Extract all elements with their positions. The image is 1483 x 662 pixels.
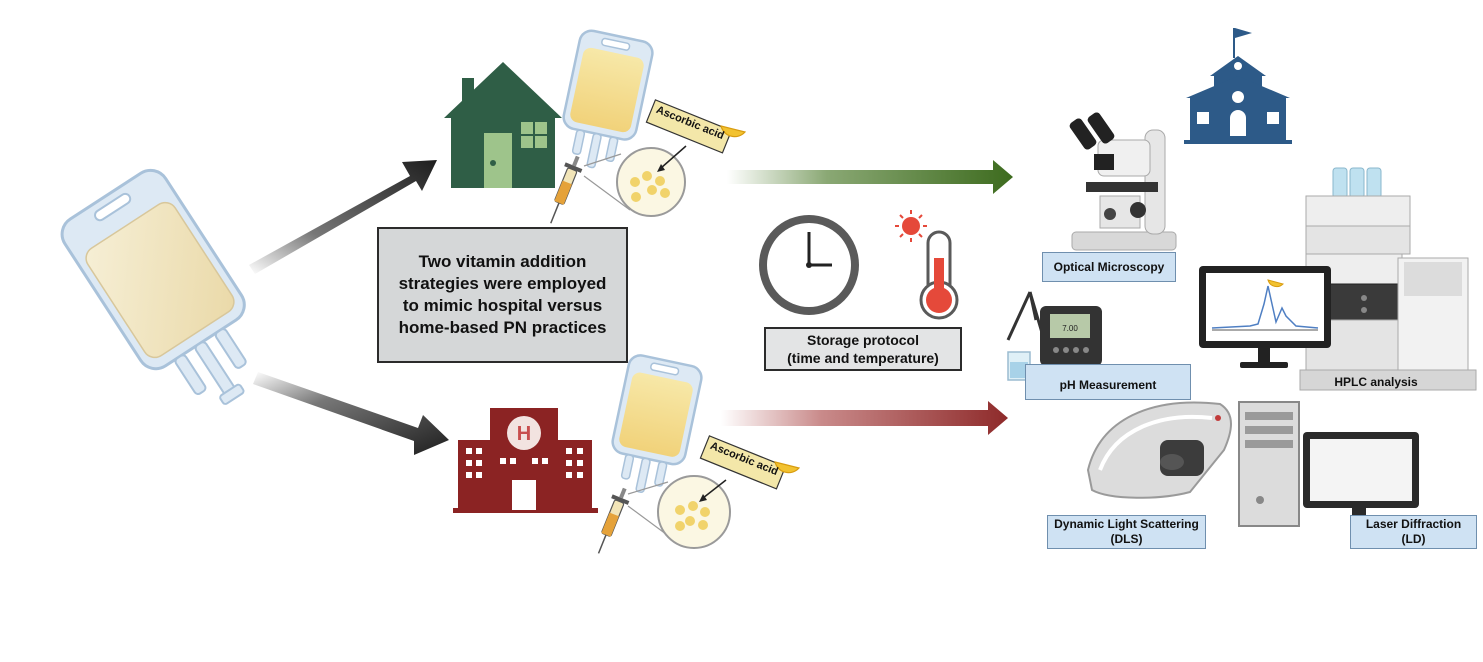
microscope-icon [1068, 111, 1176, 250]
monitor-icon-ld [1303, 432, 1419, 518]
dls-instrument-icon [1088, 402, 1231, 497]
main-text-line-4: home-based PN practices [399, 317, 607, 339]
svg-text:H: H [517, 423, 531, 445]
vitamin-strategy-box: Two vitamin addition strategies were emp… [377, 227, 628, 363]
ph-measurement-label: pH Measurement [1025, 364, 1191, 400]
hplc-analysis-text: HPLC analysis [1334, 375, 1417, 390]
main-text-line-1: Two vitamin addition [419, 251, 587, 273]
syringe-icon-lower [590, 485, 633, 557]
ph-display: 7.00 [1062, 324, 1078, 333]
storage-line-1: Storage protocol [807, 331, 919, 349]
iv-bag-icon [55, 163, 286, 430]
optical-microscopy-label: Optical Microscopy [1042, 252, 1176, 282]
optical-microscopy-text: Optical Microscopy [1054, 260, 1165, 275]
main-text-line-2: strategies were employed [399, 273, 607, 295]
thermometer-icon [921, 232, 957, 318]
hospital-red-arrow [721, 401, 1008, 435]
sun-icon [895, 210, 927, 242]
magnifier-icon [584, 146, 686, 216]
dls-text-line-1: Dynamic Light Scattering [1054, 517, 1199, 532]
home-green-arrow [727, 160, 1013, 194]
clock-icon [759, 215, 859, 315]
hospital-icon: H [453, 408, 598, 513]
dls-text-line-2: (DLS) [1111, 532, 1143, 547]
storage-line-2: (time and temperature) [787, 349, 939, 367]
main-text-line-3: to mimic hospital versus [403, 295, 602, 317]
hplc-analysis-label: HPLC analysis [1306, 366, 1446, 390]
ld-text-line-2: (LD) [1402, 532, 1426, 547]
house-icon [444, 62, 562, 188]
ld-label: Laser Diffraction (LD) [1350, 515, 1477, 549]
dls-label: Dynamic Light Scattering (DLS) [1047, 515, 1206, 549]
computer-tower-icon [1239, 402, 1299, 526]
storage-protocol-box: Storage protocol (time and temperature) [764, 327, 962, 371]
lower-split-arrow [253, 372, 449, 455]
ld-text-line-1: Laser Diffraction [1366, 517, 1461, 532]
ph-measurement-text: pH Measurement [1060, 378, 1157, 393]
school-icon [1184, 28, 1292, 144]
